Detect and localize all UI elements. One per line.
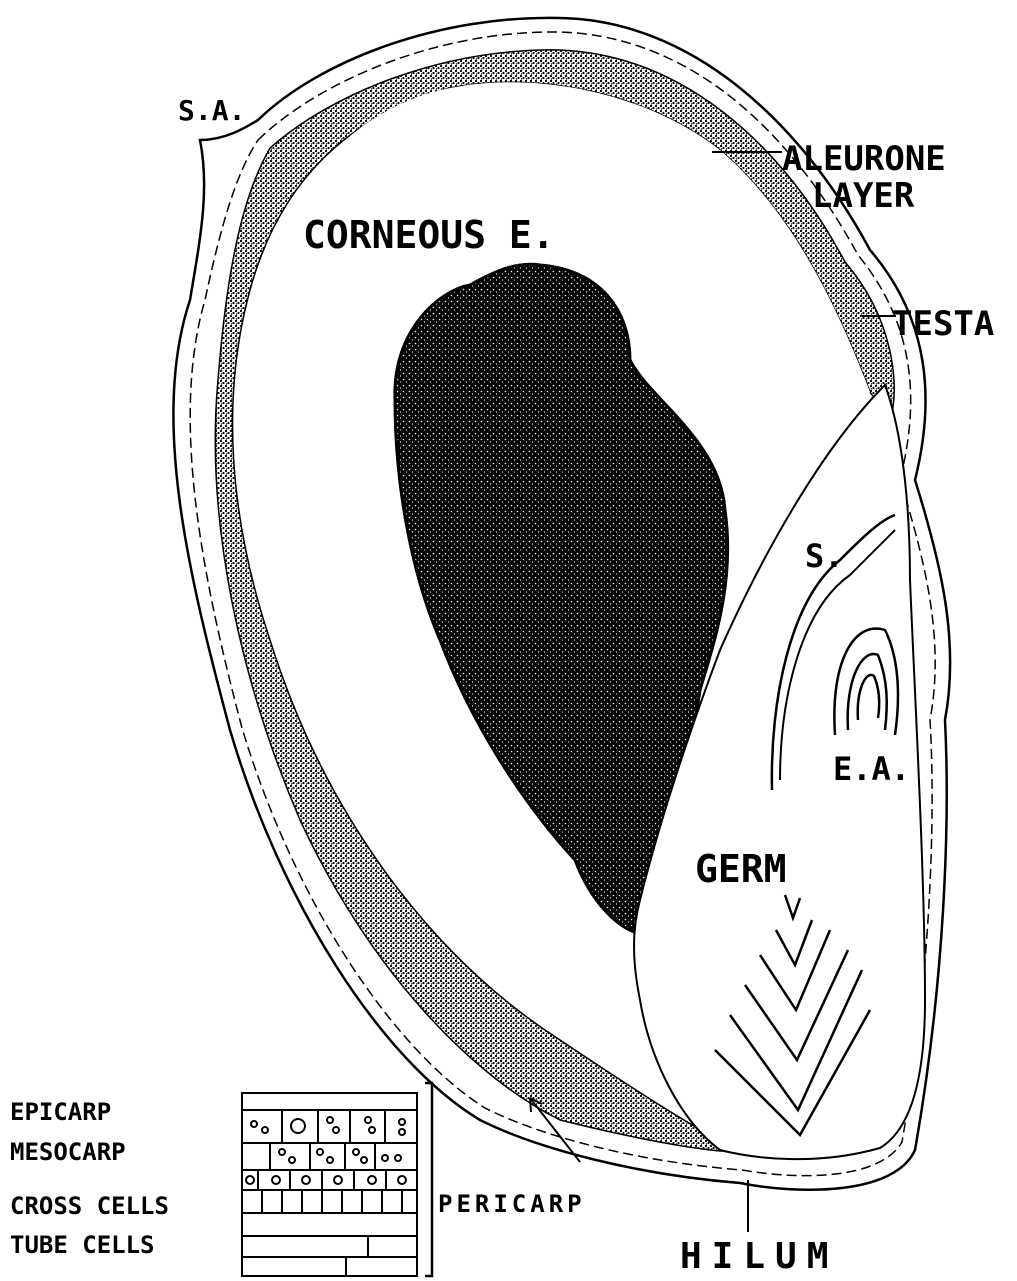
label-epicarp: EPICARP	[10, 1098, 111, 1126]
label-germ: GERM	[695, 847, 787, 891]
label-scutellum: S.	[805, 537, 844, 575]
label-hilum: HILUM	[680, 1236, 838, 1277]
label-testa: TESTA	[892, 304, 994, 344]
label-aleurone: ALEURONE	[782, 139, 946, 179]
label-mesocarp: MESOCARP	[10, 1138, 126, 1166]
label-sa: S.A.	[178, 94, 245, 127]
label-embryonic-axis: E.A.	[833, 750, 910, 788]
label-tube-cells: TUBE CELLS	[10, 1231, 155, 1259]
pericarp-bracket	[425, 1083, 432, 1276]
pericarp-layers-table	[242, 1093, 417, 1276]
label-layer: LAYER	[812, 176, 915, 216]
label-corneous-endosperm: CORNEOUS E.	[303, 213, 555, 257]
label-cross-cells: CROSS CELLS	[10, 1192, 169, 1220]
label-pericarp: PERICARP	[438, 1190, 586, 1218]
